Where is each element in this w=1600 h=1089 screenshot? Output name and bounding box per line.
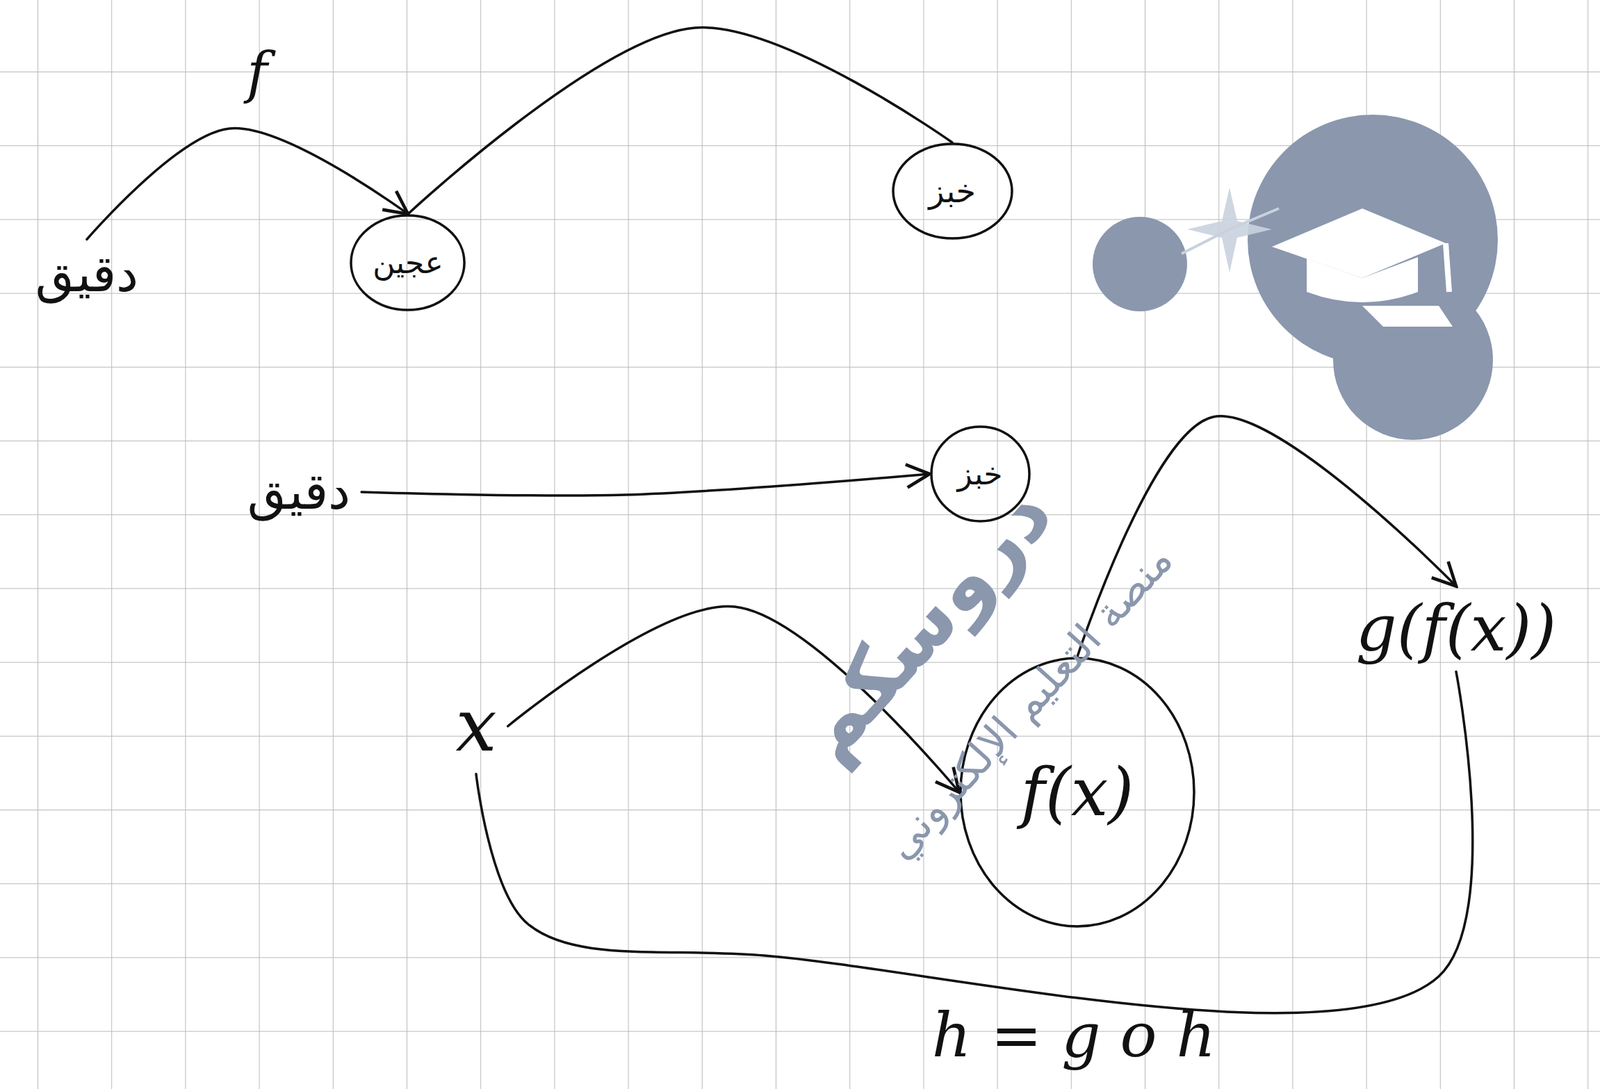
plain-term: دقيق [28, 243, 146, 306]
term-text: عجين [372, 246, 443, 280]
function-label: f [246, 42, 268, 104]
term-text: x [455, 686, 497, 767]
hand-drawn-arrow [476, 672, 1473, 1014]
circled-term: خبز [891, 142, 1014, 240]
term-text: دقيق [247, 464, 351, 520]
hand-drawn-arrow [86, 128, 408, 240]
circled-term: f(x) [959, 656, 1196, 928]
hand-drawn-arrow [407, 27, 953, 215]
function-label: h = g o h [932, 1002, 1216, 1070]
term-text: f(x) [1021, 756, 1135, 830]
plain-term: g(f(x)) [1349, 590, 1564, 668]
hand-drawn-arrow [361, 474, 930, 496]
plain-term: x [448, 682, 504, 771]
term-text: دقيق [35, 246, 139, 302]
term-text: g(f(x)) [1356, 593, 1557, 664]
plain-term: دقيق [240, 460, 358, 523]
term-text: خبز [928, 173, 976, 210]
circled-term: عجين [349, 214, 466, 312]
platform-logo [1092, 114, 1498, 440]
